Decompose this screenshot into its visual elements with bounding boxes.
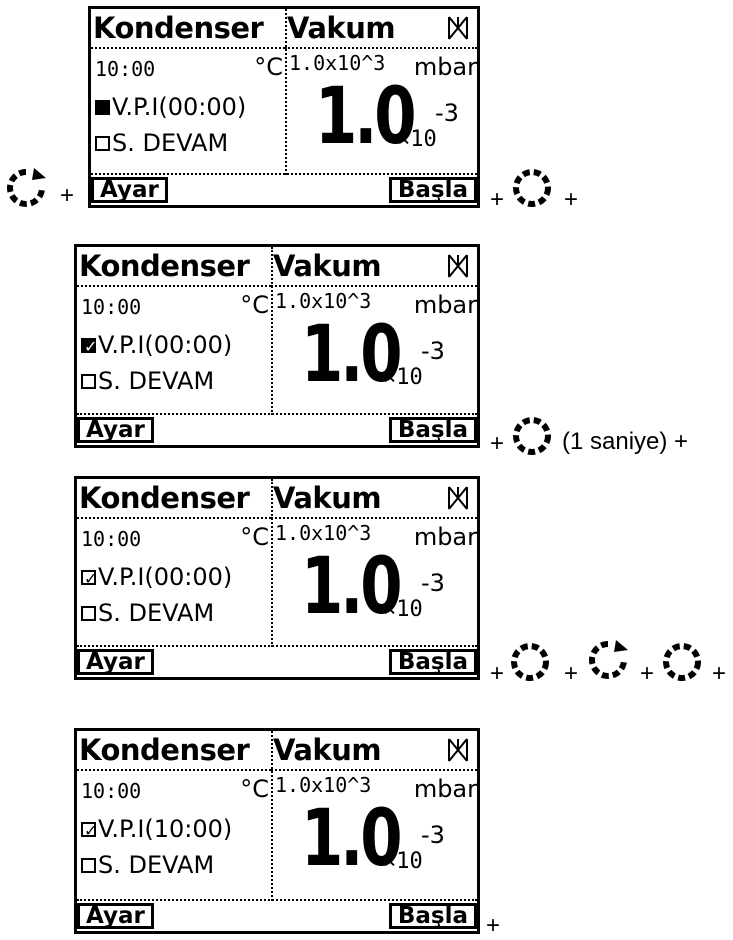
sdevam-checkbox[interactable]: [81, 373, 96, 389]
vpi-checkbox[interactable]: [95, 99, 110, 115]
valve-icon: [448, 254, 468, 278]
sdevam-option[interactable]: S. DEVAM: [81, 851, 214, 879]
condenser-title: Kondenser: [79, 249, 250, 283]
basla-button[interactable]: Başla: [388, 649, 477, 675]
sdevam-option[interactable]: S. DEVAM: [81, 367, 214, 395]
sdevam-option[interactable]: S. DEVAM: [81, 599, 214, 627]
ayar-button[interactable]: Ayar: [77, 903, 154, 929]
time-value: 10:00: [81, 527, 142, 551]
ayar-button[interactable]: Ayar: [77, 417, 154, 443]
vpi-option[interactable]: ✓V.P.I(10:00): [81, 815, 232, 843]
condenser-panel: Kondenser 10:00 °C ✓V.P.I(00:00) S. DEVA…: [77, 247, 273, 415]
exponent: -3: [421, 821, 445, 849]
one-second-note: (1 saniye) +: [562, 428, 689, 455]
vpi-option[interactable]: ✓V.P.I(00:00): [81, 563, 232, 591]
lcd-screen-2: Kondenser 10:00 °C ✓V.P.I(00:00) S. DEVA…: [74, 244, 480, 448]
condenser-panel: Kondenser 10:00 °C ✓V.P.I(10:00) S. DEVA…: [77, 731, 273, 901]
rotate-knob-icon: [7, 168, 46, 207]
pressure-reading: 1.0: [301, 542, 403, 632]
vacuum-panel: Vakum 1.0x10^3 mbar 1.0 -3 ×10: [285, 9, 477, 175]
vpi-checkbox[interactable]: ✓: [81, 569, 97, 588]
pressure-unit: mbar: [413, 523, 477, 551]
setpoint-value: 1.0x10^3: [275, 289, 372, 313]
press-knob-icon: [513, 169, 551, 207]
vacuum-panel: Vakum 1.0x10^3 mbar 1.0 -3 ×10: [271, 731, 477, 901]
press-knob-icon: [511, 643, 549, 681]
pressure-unit: mbar: [413, 775, 477, 803]
sdevam-checkbox[interactable]: [81, 605, 96, 621]
pressure-reading: 1.0: [315, 72, 417, 162]
pressure-unit: mbar: [413, 53, 477, 81]
exponent: -3: [421, 569, 445, 597]
basla-button[interactable]: Başla: [388, 903, 477, 929]
sdevam-checkbox[interactable]: [81, 857, 96, 873]
setpoint-value: 1.0x10^3: [275, 773, 372, 797]
time-value: 10:00: [81, 779, 142, 803]
press-knob-icon: [513, 417, 551, 455]
vpi-checkbox[interactable]: ✓: [81, 337, 97, 356]
exponent: -3: [421, 337, 445, 365]
vacuum-panel: Vakum 1.0x10^3 mbar 1.0 -3 ×10: [271, 479, 477, 647]
ayar-button[interactable]: Ayar: [77, 649, 154, 675]
vacuum-panel: Vakum 1.0x10^3 mbar 1.0 -3 ×10: [271, 247, 477, 415]
vpi-option[interactable]: V.P.I(00:00): [95, 93, 246, 121]
vacuum-title: Vakum: [287, 11, 396, 45]
temp-unit: °C: [240, 523, 269, 551]
vacuum-title: Vakum: [273, 249, 382, 283]
lcd-screen-4: Kondenser 10:00 °C ✓V.P.I(10:00) S. DEVA…: [74, 728, 480, 934]
pressure-unit: mbar: [413, 291, 477, 319]
exponent-base: ×10: [397, 127, 437, 152]
vpi-label: V.P.I(00:00): [98, 563, 233, 591]
lcd-screen-1: Kondenser 10:00 °C V.P.I(00:00) S. DEVAM…: [88, 6, 480, 208]
vacuum-title: Vakum: [273, 481, 382, 515]
temp-unit: °C: [254, 53, 283, 81]
valve-icon: [448, 738, 468, 762]
lcd-screen-3: Kondenser 10:00 °C ✓V.P.I(00:00) S. DEVA…: [74, 476, 480, 680]
sdevam-checkbox[interactable]: [95, 135, 110, 151]
vacuum-title: Vakum: [273, 733, 382, 767]
sdevam-option[interactable]: S. DEVAM: [95, 129, 228, 157]
condenser-panel: Kondenser 10:00 °C ✓V.P.I(00:00) S. DEVA…: [77, 479, 273, 647]
condenser-title: Kondenser: [93, 11, 264, 45]
press-knob-icon: [663, 643, 701, 681]
vpi-option[interactable]: ✓V.P.I(00:00): [81, 331, 232, 359]
condenser-title: Kondenser: [79, 481, 250, 515]
exponent: -3: [435, 99, 459, 127]
exponent-base: ×10: [383, 597, 423, 622]
valve-icon: [448, 16, 468, 40]
temp-unit: °C: [240, 775, 269, 803]
time-value: 10:00: [81, 295, 142, 319]
time-value: 10:00: [95, 57, 156, 81]
basla-button[interactable]: Başla: [388, 177, 477, 203]
valve-icon: [448, 486, 468, 510]
exponent-base: ×10: [383, 365, 423, 390]
vpi-label: V.P.I(10:00): [98, 815, 233, 843]
vpi-checkbox[interactable]: ✓: [81, 821, 97, 840]
temp-unit: °C: [240, 291, 269, 319]
ayar-button[interactable]: Ayar: [91, 177, 168, 203]
setpoint-value: 1.0x10^3: [289, 51, 386, 75]
setpoint-value: 1.0x10^3: [275, 521, 372, 545]
pressure-reading: 1.0: [301, 310, 403, 400]
condenser-title: Kondenser: [79, 733, 250, 767]
basla-button[interactable]: Başla: [388, 417, 477, 443]
rotate-knob-icon: [589, 640, 628, 679]
condenser-panel: Kondenser 10:00 °C V.P.I(00:00) S. DEVAM: [91, 9, 287, 175]
pressure-reading: 1.0: [301, 794, 403, 884]
exponent-base: ×10: [383, 849, 423, 874]
